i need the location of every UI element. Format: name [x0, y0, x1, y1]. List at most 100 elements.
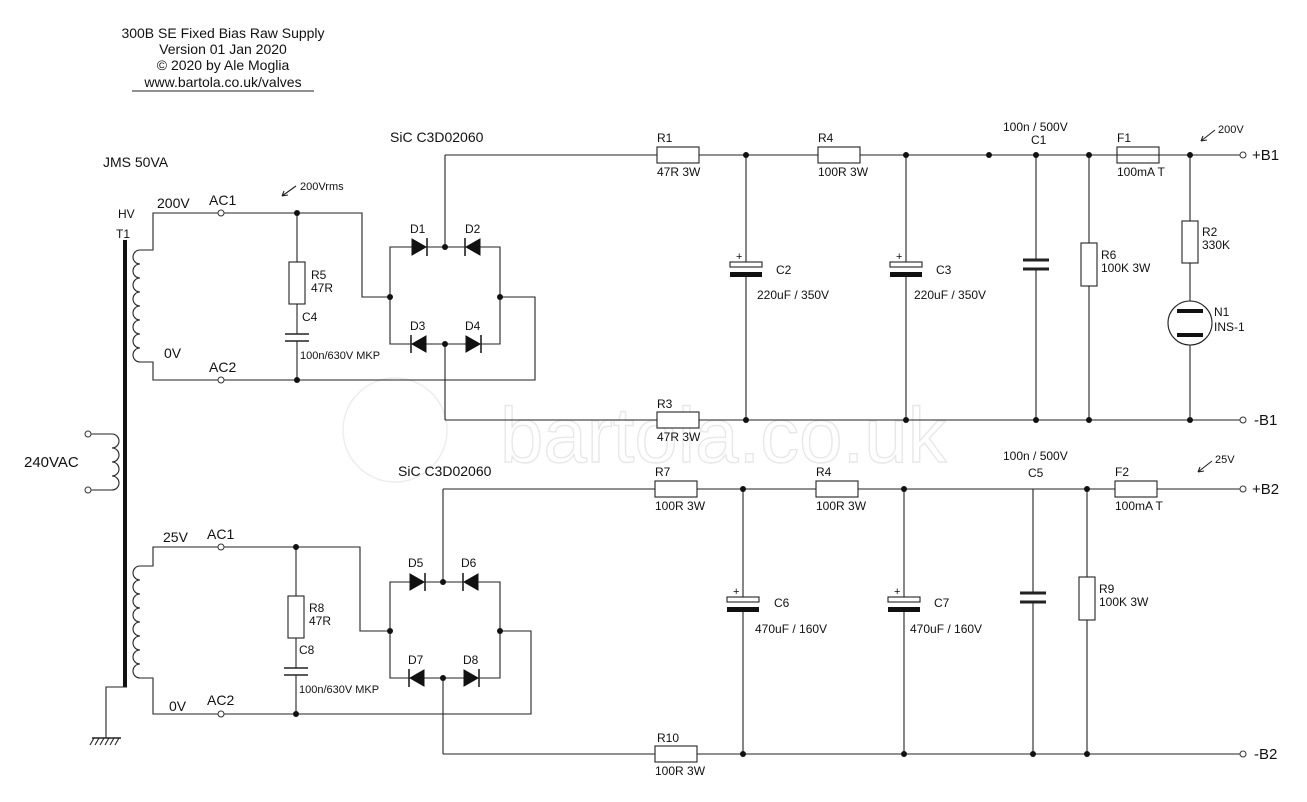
transformer-core [123, 240, 127, 687]
r7-value: 100R 3W [655, 499, 706, 513]
ac2-b1-label: AC2 [209, 359, 236, 375]
ac1-b2-label: AC1 [207, 526, 234, 542]
resistor-r10 [654, 745, 698, 763]
diode-d1 [411, 238, 428, 256]
f2-value: 100mA T [1115, 499, 1163, 513]
secondary-winding-lv [132, 565, 141, 679]
n1-value: INS-1 [1214, 320, 1245, 334]
d5-label: D5 [408, 556, 424, 570]
c7-value: 470uF / 160V [910, 622, 982, 636]
transformer-ref: T1 [116, 227, 130, 241]
c4-value: 100n/630V MKP [300, 350, 380, 362]
r2-value: 330K [1202, 238, 1230, 252]
ac2-b2-label: AC2 [207, 692, 234, 708]
diode-d3 [410, 335, 427, 353]
transformer-name: JMS 50VA [103, 154, 169, 170]
ac2-b1-terminal [217, 376, 225, 384]
n1-ref: N1 [1214, 305, 1230, 319]
r10-value: 100R 3W [655, 764, 706, 778]
f2-ref: F2 [1115, 465, 1129, 479]
diode-d6 [462, 573, 479, 591]
svg-text:+: + [896, 251, 902, 263]
f1-ref: F1 [1117, 131, 1131, 145]
r2-ref: R2 [1202, 225, 1218, 239]
c2-ref: C2 [776, 263, 792, 277]
title: 300B SE Fixed Bias Raw Supply [121, 25, 324, 41]
transformer-t1: JMS 50VA HV T1 240VAC [24, 154, 219, 746]
d6-label: D6 [461, 556, 477, 570]
c4-ref: C4 [302, 310, 318, 324]
d2-label: D2 [465, 222, 481, 236]
r6-value: 100K 3W [1101, 261, 1151, 275]
svg-text:+: + [736, 251, 742, 263]
c3-value: 220uF / 350V [914, 288, 986, 302]
diode-d4 [465, 335, 482, 353]
b1-plus-terminal [1239, 151, 1247, 159]
d3-label: D3 [410, 319, 426, 333]
c5-ref: C5 [1028, 466, 1044, 480]
r6-ref: R6 [1101, 248, 1117, 262]
c6-value: 470uF / 160V [755, 622, 827, 636]
c3-ref: C3 [936, 263, 952, 277]
diode-d2 [464, 238, 481, 256]
b2-minus-label: -B2 [1254, 746, 1277, 763]
r1-ref: R1 [657, 131, 673, 145]
r9-ref: R9 [1099, 582, 1115, 596]
tap-0v-b1: 0V [164, 345, 182, 361]
watermark-text: bartola.co.uk [500, 391, 948, 479]
r10-ref: R10 [657, 731, 679, 745]
r5-ref: R5 [311, 268, 327, 282]
r4-b2-ref: R4 [816, 465, 832, 479]
b1-plus-label: +B1 [1252, 147, 1279, 164]
primary-winding [111, 433, 120, 491]
resistor-r4-b1 [817, 146, 861, 164]
c1-value: 100n / 500V [1003, 120, 1068, 134]
resistor-r1 [656, 146, 700, 164]
vrms-note: 200Vrms [300, 181, 344, 193]
diode-d7 [408, 669, 425, 687]
version: Version 01 Jan 2020 [159, 41, 287, 57]
secondary-winding-hv [132, 249, 141, 363]
ground-wire [105, 686, 127, 738]
d4-label: D4 [465, 319, 481, 333]
transformer-hv: HV [118, 207, 135, 221]
title-block: 300B SE Fixed Bias Raw Supply Version 01… [121, 25, 325, 92]
url-link[interactable]: www.bartola.co.uk/valves [143, 74, 301, 90]
c1-ref: C1 [1031, 133, 1047, 147]
capacitor-c3 [889, 261, 923, 268]
section-b1: 200V 0V AC1 AC2 200Vrms R5 47R C4 100n/6… [157, 120, 1279, 444]
bridge-b1-label: SiC C3D02060 [390, 129, 484, 145]
neon-lamp-n1 [1167, 300, 1213, 346]
resistor-r5 [288, 261, 306, 305]
c2-value: 220uF / 350V [757, 288, 829, 302]
svg-text:+: + [894, 586, 900, 598]
r8-ref: R8 [309, 601, 325, 615]
tap-25v: 25V [163, 529, 189, 545]
b1-out-voltage: 200V [1218, 124, 1244, 136]
section-b2: 25V 0V AC1 AC2 R8 47R C8 100n/630V MKP S… [163, 449, 1279, 778]
r1-value: 47R 3W [657, 165, 701, 179]
c5-value: 100n / 500V [1003, 449, 1068, 463]
tap-0v-b2: 0V [169, 698, 187, 714]
resistor-r8 [287, 595, 305, 639]
watermark: bartola.co.uk [342, 377, 948, 483]
copyright: © 2020 by Ale Moglia [157, 57, 290, 73]
svg-text:+: + [733, 586, 739, 598]
tap-200v: 200V [157, 195, 190, 211]
resistor-r4-b2 [815, 480, 859, 498]
b2-out-voltage: 25V [1215, 454, 1235, 466]
c7-ref: C7 [934, 596, 950, 610]
d7-label: D7 [408, 653, 424, 667]
f1-value: 100mA T [1117, 165, 1165, 179]
c6-ref: C6 [774, 596, 790, 610]
c8-ref: C8 [299, 643, 315, 657]
d8-label: D8 [463, 653, 479, 667]
b1-minus-terminal [1239, 416, 1247, 424]
fuse-f2 [1114, 480, 1158, 498]
b2-plus-terminal [1239, 485, 1247, 493]
r4-b1-ref: R4 [818, 131, 834, 145]
diode-d5 [409, 573, 426, 591]
r4-b1-value: 100R 3W [818, 165, 869, 179]
capacitor-c7 [887, 596, 921, 603]
r8-value: 47R [309, 614, 331, 628]
